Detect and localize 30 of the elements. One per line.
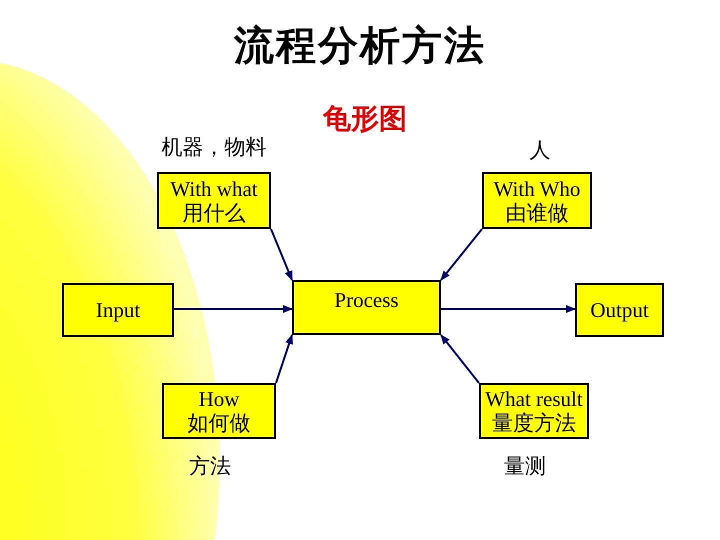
arrow [270,228,293,281]
box-label: Process [334,288,399,312]
box-label: How [198,387,240,411]
box-caption: 人 [528,137,552,164]
box-label: Input [96,298,140,322]
process-box [157,172,271,229]
process-box [479,383,589,439]
process-box [162,383,276,439]
arrow [440,334,480,384]
box-label: 量度方法 [492,411,576,435]
arrow [441,305,576,313]
arrow [440,228,483,281]
box-label: Output [590,298,649,322]
process-box [482,172,592,229]
box-label: With Who [494,176,580,200]
title: 流程分析方法 [232,22,487,70]
box-label: With what [170,176,258,200]
box-caption: 机器，物料 [160,134,268,161]
process-box [575,283,664,337]
box-caption: 方法 [188,453,232,480]
box-label: 由谁做 [506,200,568,224]
box-label: 用什么 [182,200,246,224]
box-caption: 量测 [503,453,547,480]
process-box [292,280,441,335]
arrow [174,305,293,313]
process-box [62,283,174,337]
box-label: 如何做 [188,411,250,435]
arrow [275,334,293,384]
subtitle: 龟形图 [322,103,408,137]
box-label: What result [485,387,583,411]
